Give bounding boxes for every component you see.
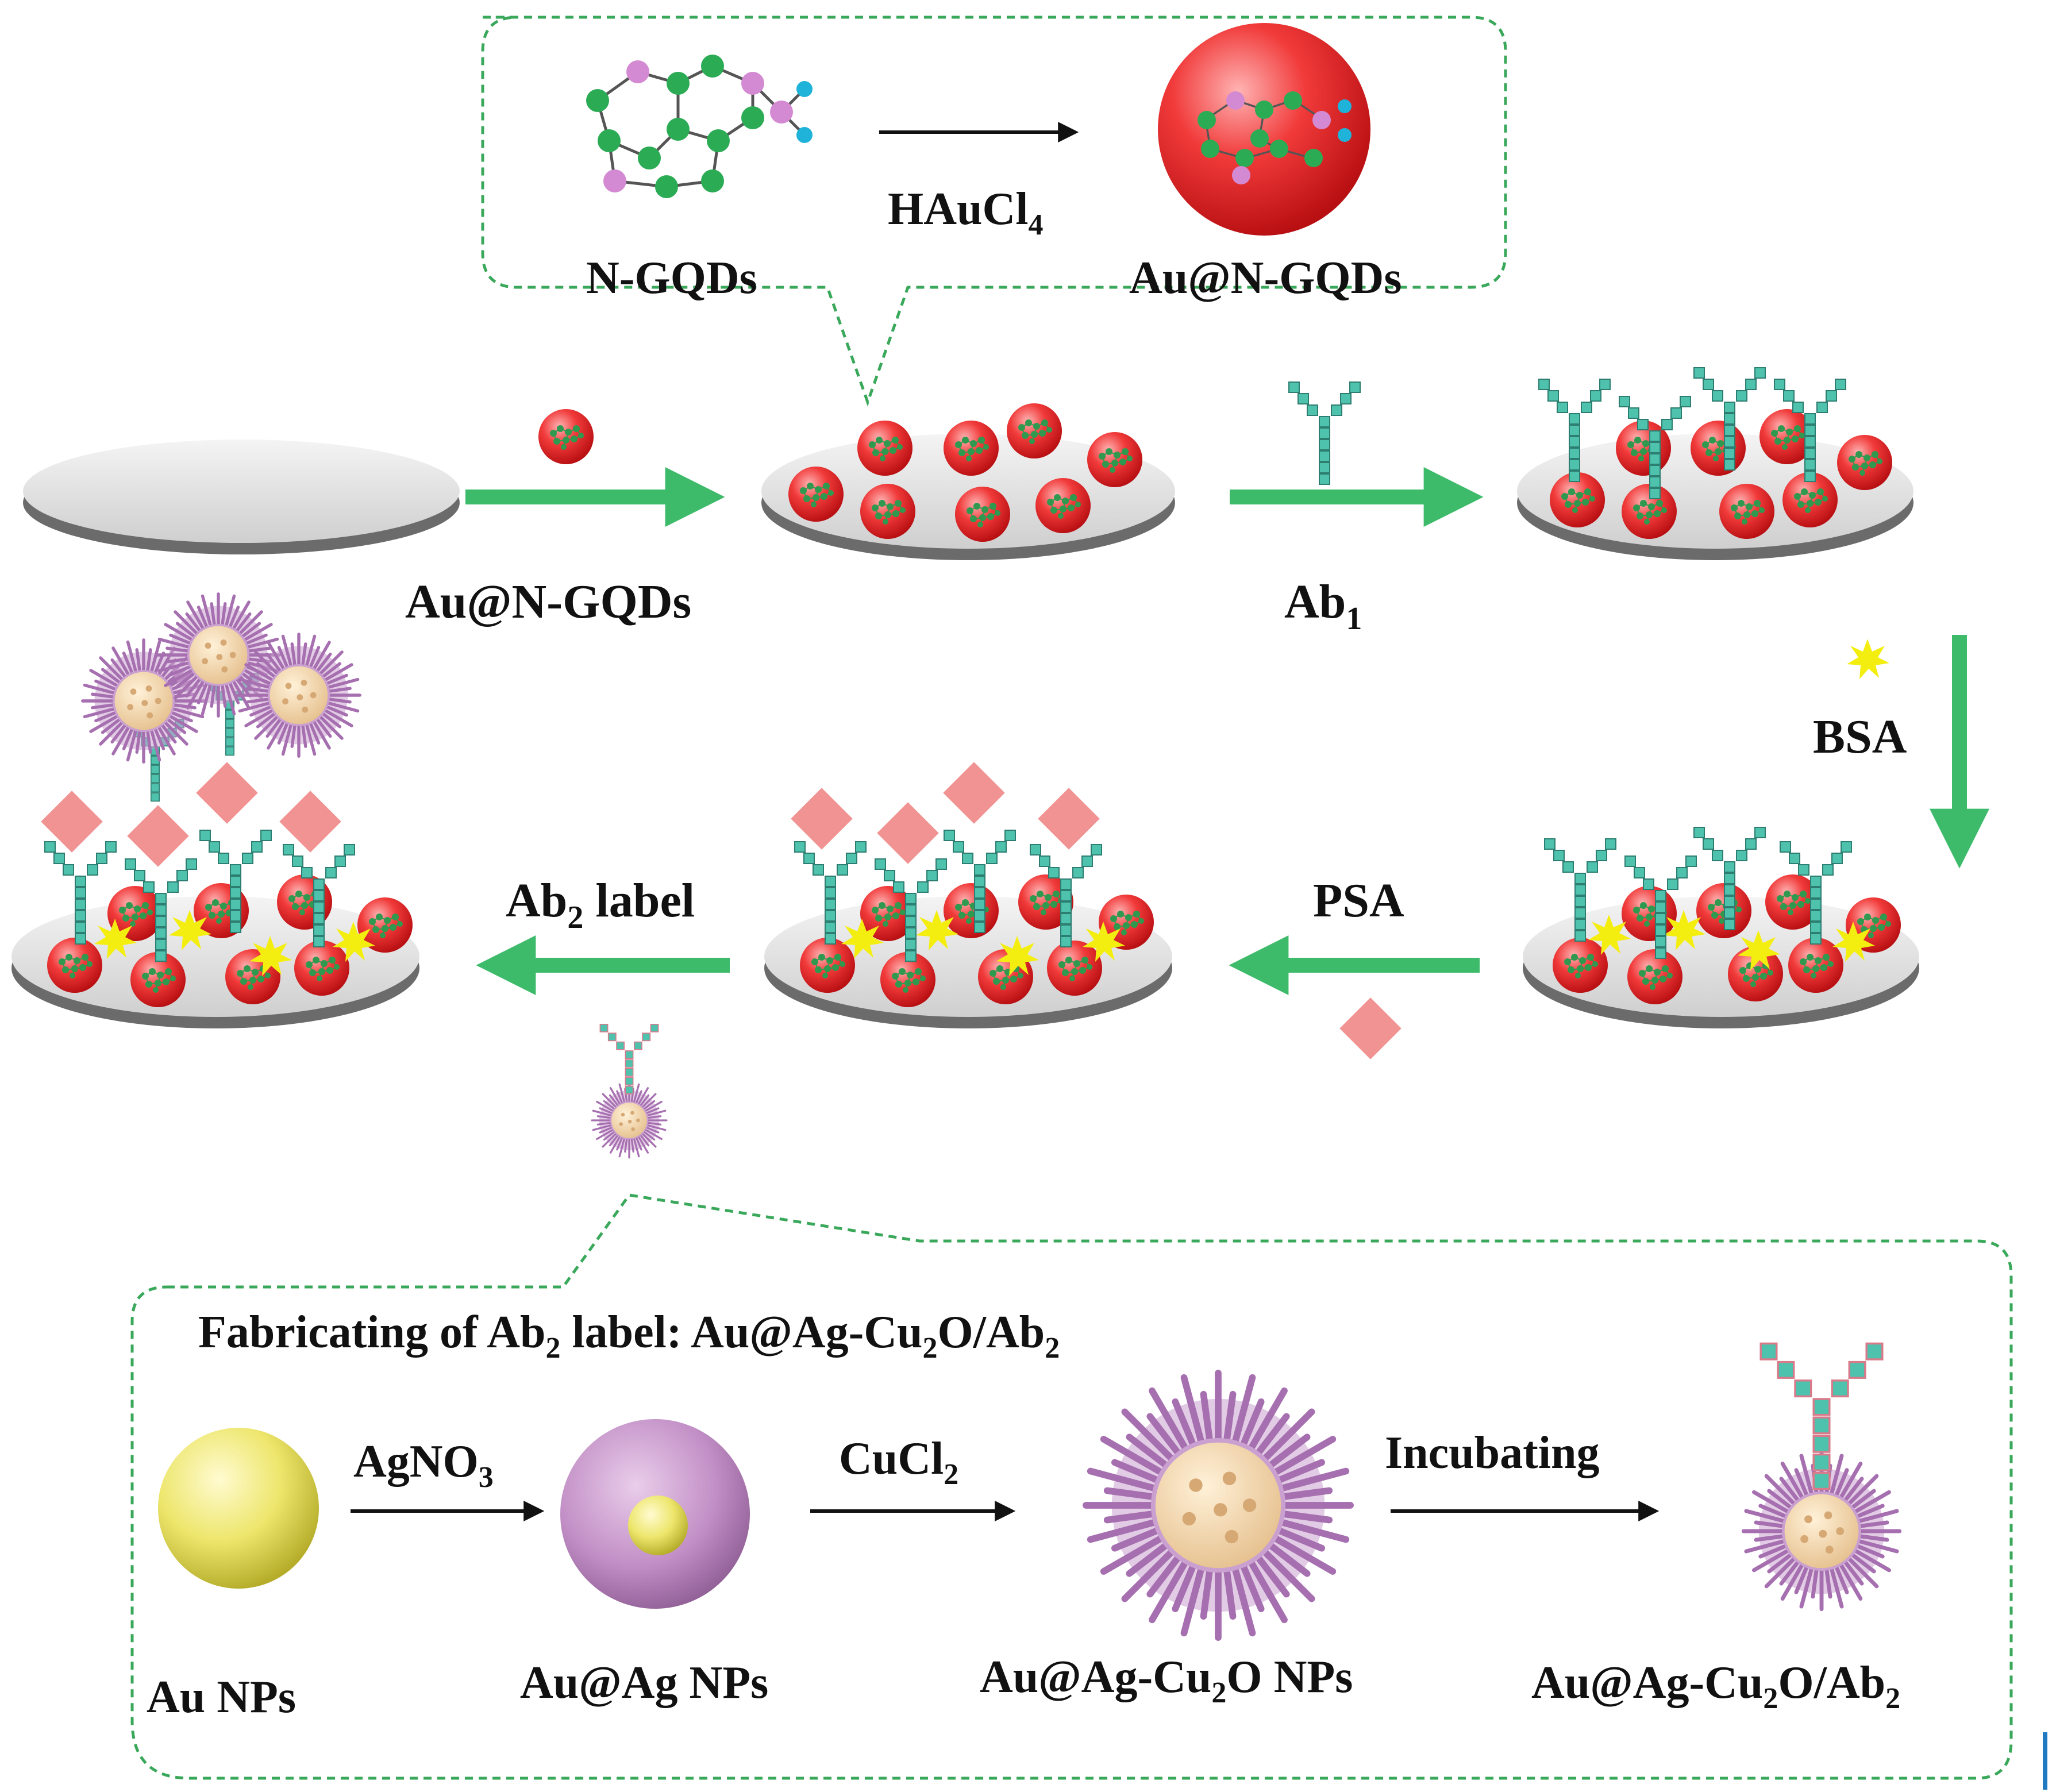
au-ag-cu2o-np (1086, 1373, 1350, 1637)
fabrication-title: Fabricating of Ab2 label: Au@Ag-Cu2O/Ab2 (198, 1307, 1060, 1365)
electrode-final (11, 594, 419, 1028)
n-gqds-molecule (586, 55, 813, 198)
cucl2-label: CuCl2 (839, 1433, 958, 1491)
au-n-gqds-inset-label: Au@N-GQDs (1129, 253, 1402, 303)
au-n-gqds-sphere (1158, 23, 1370, 236)
edge-marker (2043, 1732, 2047, 1790)
psa-molecule (1339, 997, 1402, 1059)
agno3-label: AgNO3 (353, 1436, 494, 1494)
au-ag-cu2o-ab2 (1743, 1342, 1899, 1609)
au-n-gqds-np (538, 409, 594, 465)
bare-electrode (23, 440, 460, 554)
au-nps-label: Au NPs (147, 1672, 296, 1722)
electrode-bsa (1523, 827, 1919, 1028)
haucl4-label: HAuCl4 (888, 184, 1044, 241)
ab2-label-step: Ab2 label (506, 874, 695, 935)
incubating-label: Incubating (1385, 1428, 1599, 1478)
au-ag-np (560, 1419, 750, 1609)
au-n-gqds-step-label: Au@N-GQDs (405, 575, 691, 629)
electrode-au-n-gqds (761, 403, 1175, 560)
au-ag-cu2o-nps-label: Au@Ag-Cu2O NPs (980, 1652, 1353, 1709)
au-ag-nps-label: Au@Ag NPs (520, 1658, 768, 1708)
au-np (158, 1428, 319, 1589)
ab1-label: Ab1 (1284, 575, 1362, 637)
ab1-antibody (1288, 381, 1361, 485)
electrode-psa (764, 762, 1172, 1028)
bsa-molecule (1847, 639, 1889, 679)
top-inset-border (481, 16, 1507, 407)
psa-label: PSA (1313, 874, 1404, 927)
n-gqds-label: N-GQDs (586, 253, 757, 303)
bsa-label: BSA (1813, 710, 1907, 764)
au-ag-cu2o-ab2-label: Au@Ag-Cu2O/Ab2 (1531, 1658, 1900, 1715)
ab2-label-particle (591, 1023, 668, 1159)
electrode-ab1 (1517, 367, 1913, 560)
